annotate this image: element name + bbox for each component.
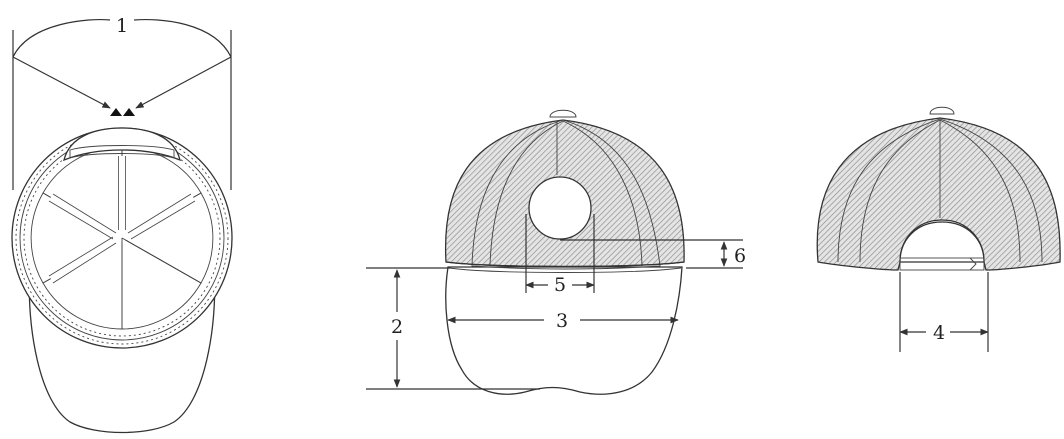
top-button-icon [549, 109, 577, 118]
cap-front-view: 5 6 2 3 [366, 109, 746, 395]
front-view-hole [528, 176, 592, 240]
back-view-opening [899, 221, 985, 263]
back-view-strap [899, 257, 985, 271]
dimension-3-label: 3 [556, 310, 568, 332]
top-view-sweatband [69, 145, 175, 159]
top-view-front-panel [63, 127, 181, 162]
top-button-icon [929, 106, 955, 115]
top-view-seams [49, 156, 195, 283]
dimension-2-label: 2 [391, 316, 403, 338]
top-view-panel [121, 192, 214, 284]
dimension-1-label: 1 [116, 15, 128, 37]
dimension-6-label: 6 [734, 245, 746, 267]
top-view-panel [121, 237, 202, 330]
front-marker-icon [110, 108, 135, 116]
top-view-panel [30, 192, 123, 284]
cap-top-view: 1 [11, 15, 233, 434]
dimension-5-label: 5 [554, 274, 566, 296]
front-view-front-panel [471, 119, 661, 270]
top-view-panel [42, 237, 123, 330]
dimension-4-label: 4 [933, 322, 945, 344]
front-view-visor [445, 266, 683, 395]
cap-back-view: 4 [816, 106, 1061, 352]
